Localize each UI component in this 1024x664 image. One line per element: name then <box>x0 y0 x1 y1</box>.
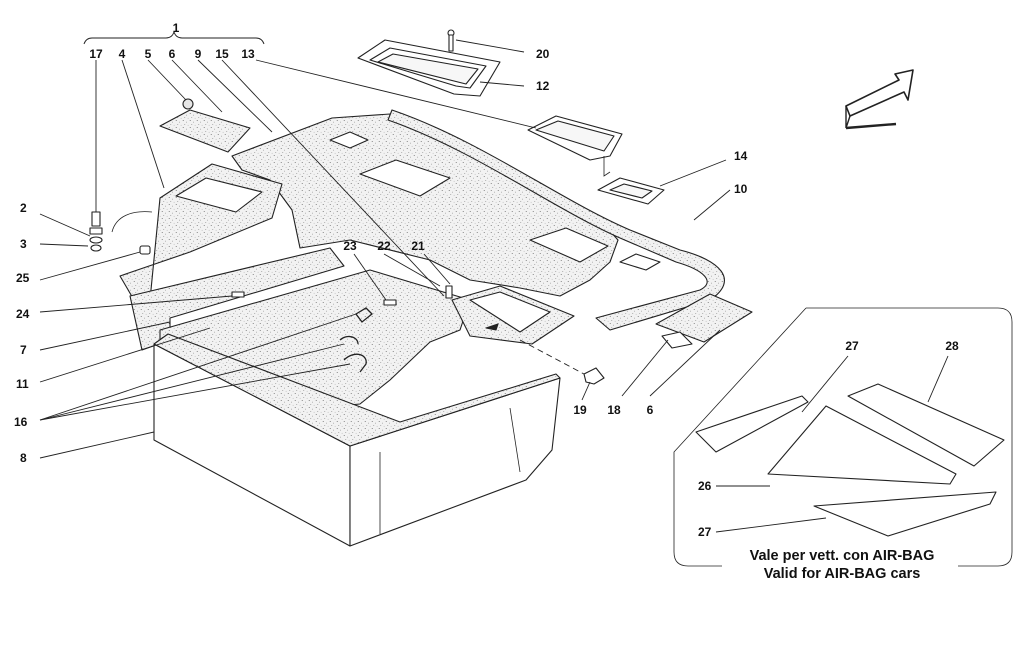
right-cover-part-18 <box>655 293 753 349</box>
fasteners-left <box>89 211 151 255</box>
callout-28: 28 <box>945 339 959 353</box>
callout-6-bottom: 6 <box>647 403 654 417</box>
cover-part-13 <box>527 115 623 177</box>
seal-strip-part-10 <box>387 109 725 331</box>
callout-11: 11 <box>16 377 29 391</box>
frame-part-14 <box>597 177 665 205</box>
storage-box-part-8 <box>153 333 561 547</box>
leader-lines <box>39 30 949 533</box>
callout-20: 20 <box>536 47 550 61</box>
callout-27-bottom: 27 <box>698 525 712 539</box>
callout-16: 16 <box>14 415 28 429</box>
callout-9: 9 <box>195 47 202 61</box>
note-line-1: Vale per vett. con AIR-BAG <box>750 548 935 564</box>
note-line-2: Valid for AIR-BAG cars <box>764 566 921 582</box>
callout-labels: 1 17 4 5 6 9 15 13 20 12 14 10 2 3 25 24… <box>14 21 959 539</box>
callout-10: 10 <box>734 182 748 196</box>
airbag-note: Vale per vett. con AIR-BAG Valid for AIR… <box>750 548 935 582</box>
callout-25: 25 <box>16 271 30 285</box>
callout-19: 19 <box>573 403 587 417</box>
callout-3: 3 <box>20 237 27 251</box>
small-hardware <box>231 285 605 385</box>
callout-24: 24 <box>16 307 30 321</box>
callout-6-top: 6 <box>169 47 176 61</box>
callout-8: 8 <box>20 451 27 465</box>
callout-15: 15 <box>215 47 229 61</box>
callout-17: 17 <box>89 47 103 61</box>
direction-arrow-icon <box>845 69 914 130</box>
callout-23: 23 <box>343 239 357 253</box>
callout-22: 22 <box>377 239 391 253</box>
frame-part-12 <box>357 29 501 97</box>
callout-18: 18 <box>607 403 621 417</box>
callout-26: 26 <box>698 479 712 493</box>
callout-27-top: 27 <box>845 339 859 353</box>
callout-21: 21 <box>411 239 425 253</box>
callout-12: 12 <box>536 79 550 93</box>
callout-2: 2 <box>20 201 27 215</box>
left-upper-parts <box>111 98 283 301</box>
callout-7: 7 <box>20 343 27 357</box>
callout-13: 13 <box>241 47 255 61</box>
callout-14: 14 <box>734 149 748 163</box>
callout-1: 1 <box>173 21 180 35</box>
callout-4: 4 <box>119 47 126 61</box>
callout-5: 5 <box>145 47 152 61</box>
airbag-inset <box>673 307 1013 567</box>
